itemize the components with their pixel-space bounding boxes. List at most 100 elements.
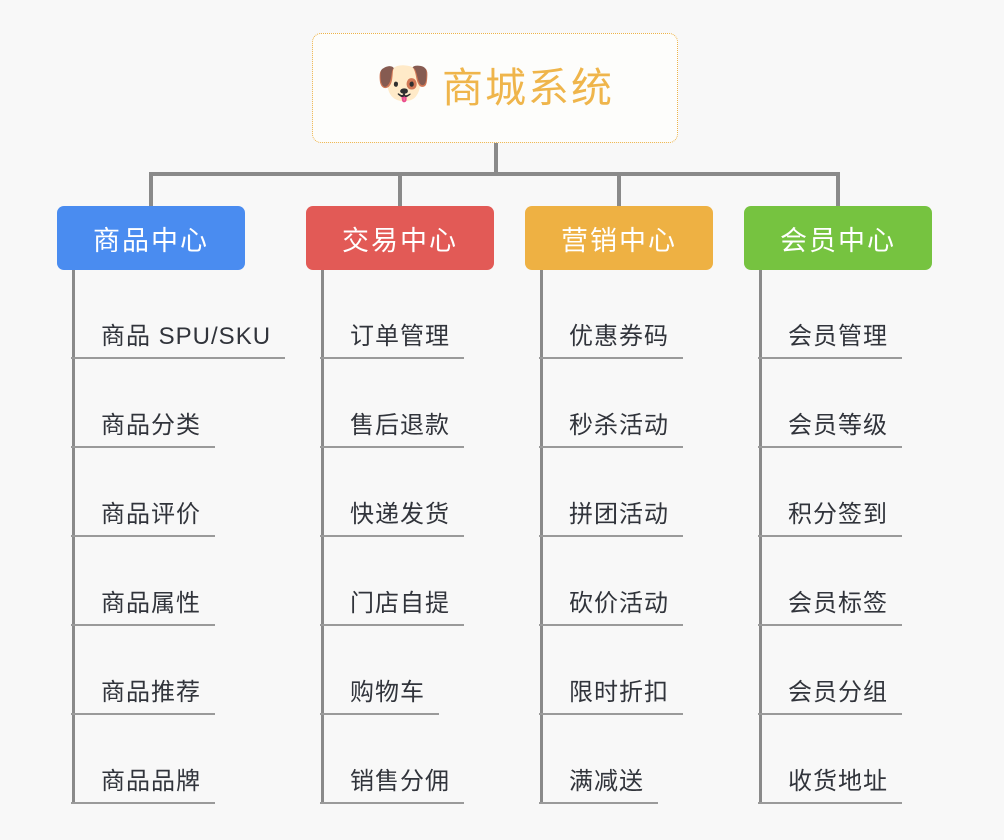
- connector-drop-member-center: [836, 172, 840, 206]
- leaf-underline: 收货地址: [758, 767, 902, 804]
- leaf-list-trade-center: 订单管理售后退款快递发货门店自提购物车销售分佣: [306, 270, 494, 804]
- leaf-item[interactable]: 优惠券码: [525, 270, 713, 359]
- connector-root-stem: [494, 143, 498, 176]
- leaf-underline: 快递发货: [320, 500, 464, 537]
- leaf-underline: 限时折扣: [539, 678, 683, 715]
- leaf-underline: 商品分类: [71, 411, 215, 448]
- leaf-label: 积分签到: [788, 500, 888, 528]
- column-member-center: 会员中心会员管理会员等级积分签到会员标签会员分组收货地址: [744, 206, 932, 804]
- leaf-item[interactable]: 会员管理: [744, 270, 932, 359]
- connector-drop-trade-center: [398, 172, 402, 206]
- shiba-dog-face-icon: 🐶: [376, 59, 431, 108]
- leaf-label: 订单管理: [350, 322, 450, 350]
- leaf-item[interactable]: 砍价活动: [525, 537, 713, 626]
- leaf-label: 拼团活动: [569, 500, 669, 528]
- leaf-item[interactable]: 会员标签: [744, 537, 932, 626]
- category-label-trade-center: 交易中心: [342, 225, 458, 256]
- leaf-underline: 会员等级: [758, 411, 902, 448]
- leaf-label: 商品属性: [101, 589, 201, 617]
- leaf-underline: 购物车: [320, 679, 439, 715]
- leaf-underline: 销售分佣: [320, 767, 464, 804]
- connector-drop-marketing-center: [617, 172, 621, 206]
- leaf-label: 商品 SPU/SKU: [101, 322, 272, 350]
- leaf-item[interactable]: 销售分佣: [306, 715, 494, 804]
- leaf-label: 门店自提: [350, 589, 450, 617]
- leaf-underline: 会员管理: [758, 322, 902, 359]
- leaf-underline: 商品 SPU/SKU: [71, 322, 286, 359]
- leaf-item[interactable]: 商品 SPU/SKU: [57, 270, 286, 359]
- leaf-item[interactable]: 商品分类: [57, 359, 245, 448]
- trunk-line-trade-center: [321, 270, 324, 804]
- leaf-label: 会员等级: [788, 411, 888, 439]
- connector-drop-product-center: [149, 172, 153, 206]
- column-trade-center: 交易中心订单管理售后退款快递发货门店自提购物车销售分佣: [306, 206, 494, 804]
- leaf-item[interactable]: 商品评价: [57, 448, 245, 537]
- category-label-product-center: 商品中心: [93, 225, 209, 256]
- leaf-item[interactable]: 商品属性: [57, 537, 245, 626]
- leaf-underline: 秒杀活动: [539, 411, 683, 448]
- leaf-underline: 积分签到: [758, 500, 902, 537]
- leaf-label: 满减送: [569, 767, 644, 795]
- leaf-item[interactable]: 会员分组: [744, 626, 932, 715]
- leaf-label: 商品分类: [101, 411, 201, 439]
- category-box-marketing-center[interactable]: 营销中心: [525, 206, 713, 270]
- leaf-label: 砍价活动: [569, 589, 669, 617]
- leaf-item[interactable]: 订单管理: [306, 270, 494, 359]
- leaf-underline: 会员标签: [758, 589, 902, 626]
- leaf-underline: 商品属性: [71, 589, 215, 626]
- leaf-underline: 商品评价: [71, 500, 215, 537]
- leaf-item[interactable]: 购物车: [306, 626, 494, 715]
- leaf-item[interactable]: 商品品牌: [57, 715, 245, 804]
- leaf-item[interactable]: 快递发货: [306, 448, 494, 537]
- leaf-label: 收货地址: [788, 767, 888, 795]
- leaf-underline: 会员分组: [758, 678, 902, 715]
- leaf-label: 快递发货: [350, 500, 450, 528]
- leaf-list-product-center: 商品 SPU/SKU 商品分类商品评价商品属性商品推荐商品品牌: [57, 270, 286, 804]
- leaf-underline: 订单管理: [320, 322, 464, 359]
- leaf-underline: 砍价活动: [539, 589, 683, 626]
- leaf-label: 秒杀活动: [569, 411, 669, 439]
- trunk-line-product-center: [72, 270, 75, 804]
- leaf-item[interactable]: 积分签到: [744, 448, 932, 537]
- column-marketing-center: 营销中心优惠券码秒杀活动拼团活动砍价活动限时折扣满减送: [525, 206, 713, 804]
- leaf-item[interactable]: 收货地址: [744, 715, 932, 804]
- leaf-item[interactable]: 售后退款: [306, 359, 494, 448]
- leaf-list-member-center: 会员管理会员等级积分签到会员标签会员分组收货地址: [744, 270, 932, 804]
- category-box-trade-center[interactable]: 交易中心: [306, 206, 494, 270]
- root-node[interactable]: 🐶 商城系统: [312, 33, 678, 143]
- leaf-underline: 拼团活动: [539, 500, 683, 537]
- category-label-member-center: 会员中心: [780, 225, 896, 256]
- leaf-item[interactable]: 门店自提: [306, 537, 494, 626]
- leaf-item[interactable]: 商品推荐: [57, 626, 245, 715]
- category-box-member-center[interactable]: 会员中心: [744, 206, 932, 270]
- leaf-label: 会员分组: [788, 678, 888, 706]
- leaf-label: 会员标签: [788, 589, 888, 617]
- category-label-marketing-center: 营销中心: [561, 225, 677, 256]
- leaf-item[interactable]: 会员等级: [744, 359, 932, 448]
- root-title: 商城系统: [442, 64, 614, 111]
- leaf-underline: 商品品牌: [71, 767, 215, 804]
- leaf-label: 商品评价: [101, 500, 201, 528]
- leaf-item[interactable]: 秒杀活动: [525, 359, 713, 448]
- leaf-item[interactable]: 拼团活动: [525, 448, 713, 537]
- trunk-line-member-center: [759, 270, 762, 804]
- leaf-item[interactable]: 满减送: [525, 715, 713, 804]
- trunk-line-marketing-center: [540, 270, 543, 804]
- leaf-item[interactable]: 限时折扣: [525, 626, 713, 715]
- connector-horizontal-bus: [150, 172, 840, 176]
- leaf-label: 售后退款: [350, 411, 450, 439]
- leaf-label: 商品品牌: [101, 767, 201, 795]
- leaf-label: 会员管理: [788, 322, 888, 350]
- category-box-product-center[interactable]: 商品中心: [57, 206, 245, 270]
- leaf-underline: 满减送: [539, 767, 658, 804]
- leaf-label: 优惠券码: [569, 322, 669, 350]
- leaf-label: 限时折扣: [569, 678, 669, 706]
- leaf-underline: 优惠券码: [539, 322, 683, 359]
- leaf-label: 商品推荐: [101, 678, 201, 706]
- leaf-list-marketing-center: 优惠券码秒杀活动拼团活动砍价活动限时折扣满减送: [525, 270, 713, 804]
- leaf-underline: 门店自提: [320, 589, 464, 626]
- leaf-underline: 售后退款: [320, 411, 464, 448]
- leaf-underline: 商品推荐: [71, 678, 215, 715]
- leaf-label: 销售分佣: [350, 767, 450, 795]
